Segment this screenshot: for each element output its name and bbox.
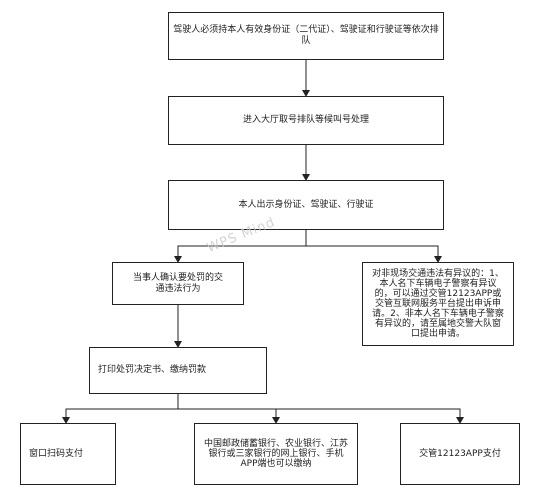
node-window-scan-pay-text: 窗口扫码支付 [29,448,84,459]
node-print-and-pay: 打印处罚决定书、缴纳罚款 [89,347,267,394]
node-12123-app-pay-text: 交管12123APP支付 [419,448,501,459]
node-objection-info-text: 对非现场交通违法有异议的：1、本人名下车辆电子警察有异议的，可以通过交管1212… [372,269,504,339]
node-queue-with-documents-text: 驾驶人必须持本人有效身份证（二代证）、驾驶证和行驶证等依次排队 [173,25,439,46]
node-confirm-violation: 当事人确认要处罚的交通违法行为 [112,262,244,305]
node-objection-info: 对非现场交通违法有异议的：1、本人名下车辆电子警察有异议的，可以通过交管1212… [362,262,514,346]
node-bank-payment-text: 中国邮政储蓄银行、农业银行、江苏银行或三家银行的网上银行、手机APP端也可以缴纳 [203,439,348,469]
node-bank-payment: 中国邮政储蓄银行、农业银行、江苏银行或三家银行的网上银行、手机APP端也可以缴纳 [194,423,358,485]
node-show-documents-text: 本人出示身份证、驾驶证、行驶证 [238,199,374,210]
node-window-scan-pay: 窗口扫码支付 [20,423,116,485]
node-12123-app-pay: 交管12123APP支付 [400,423,520,485]
arrow-n3-n4 [174,230,307,263]
node-print-and-pay-text: 打印处罚决定书、缴纳罚款 [98,365,207,375]
node-confirm-violation-text: 当事人确认要处罚的交通违法行为 [132,272,223,294]
arrow-n3-n5 [306,245,442,263]
node-queue-with-documents: 驾驶人必须持本人有效身份证（二代证）、驾驶证和行驶证等依次排队 [168,12,444,60]
node-take-number-text: 进入大厅取号排队等候叫号处理 [242,115,369,125]
node-take-number: 进入大厅取号排队等候叫号处理 [168,96,444,145]
arrow-n6-n9 [178,408,464,424]
node-show-documents: 本人出示身份证、驾驶证、行驶证 [168,180,444,230]
arrow-n6-n7 [62,394,179,424]
